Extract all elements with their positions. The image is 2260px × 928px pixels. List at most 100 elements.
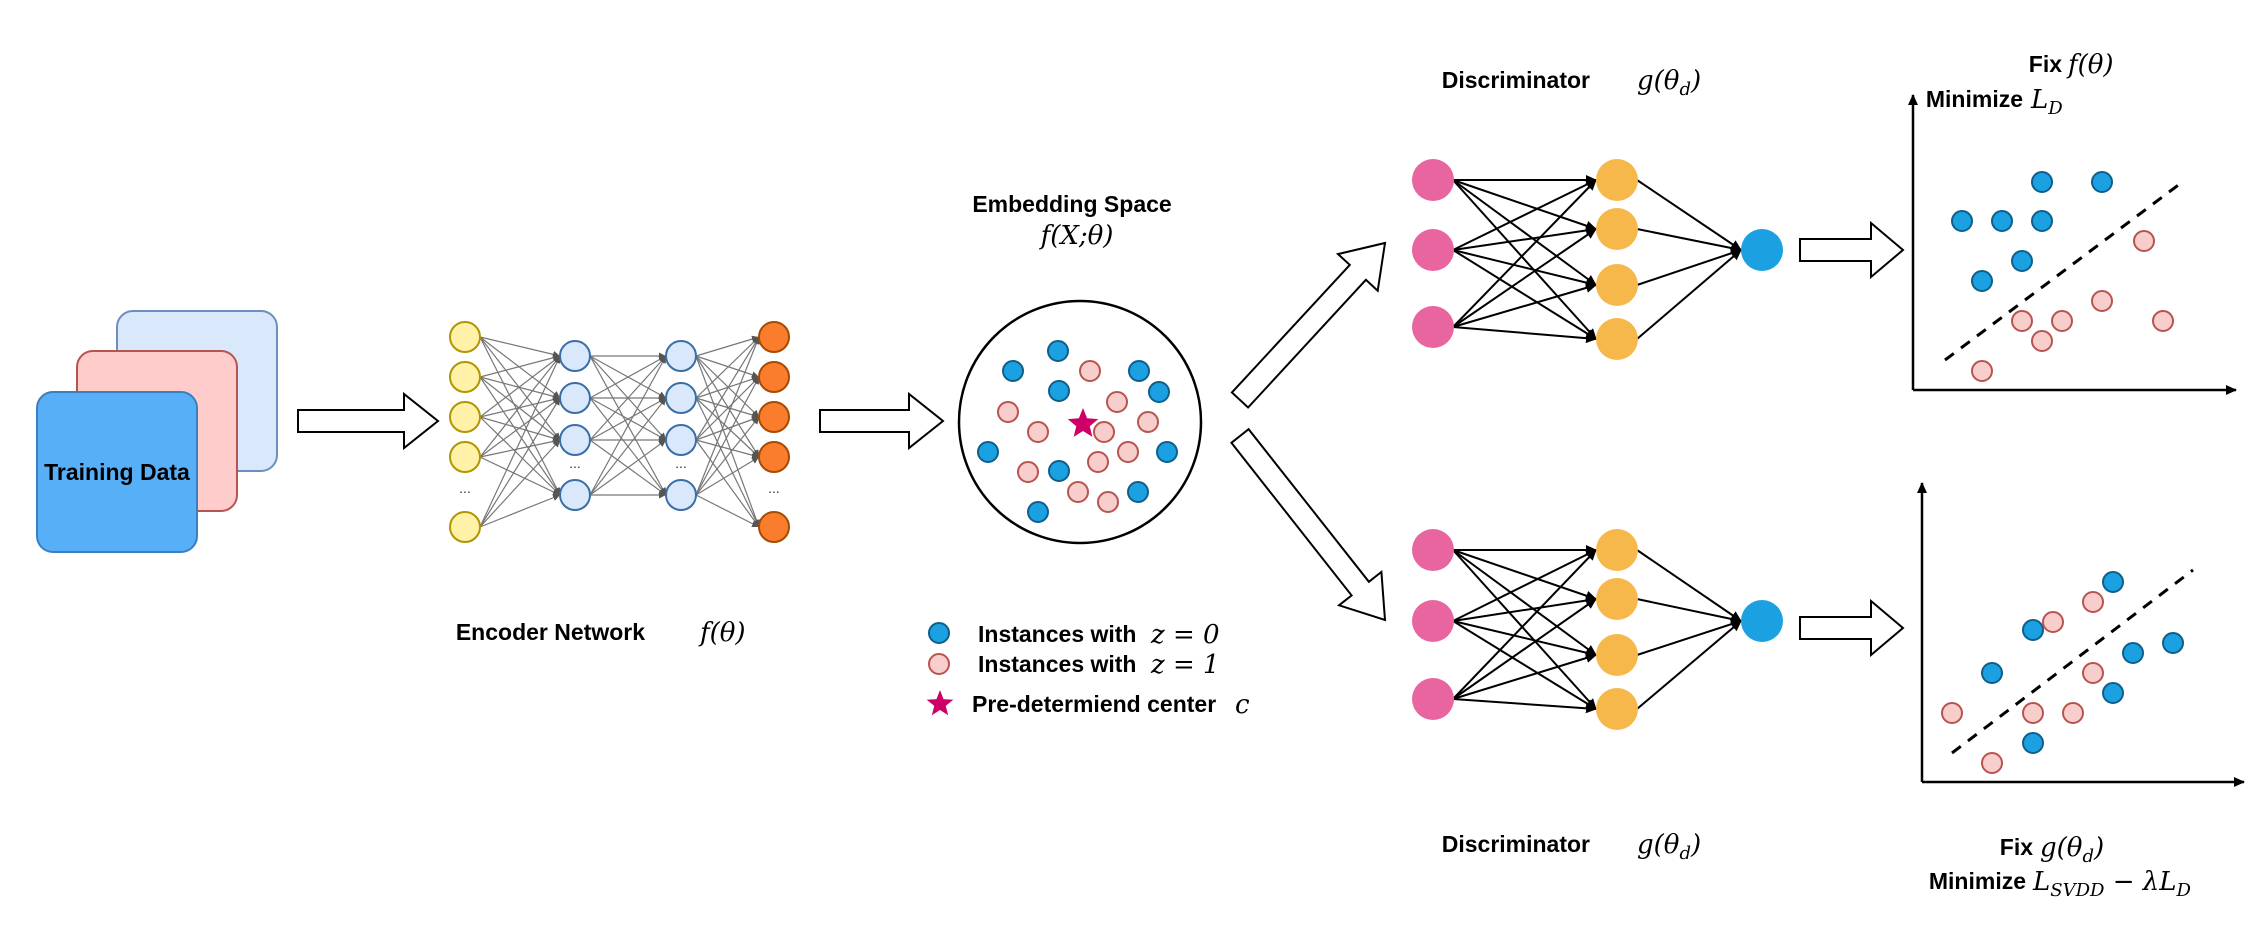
discriminator-edge — [1452, 179, 1597, 286]
discriminator-hidden-node — [1596, 264, 1638, 306]
encoder-node — [665, 424, 697, 456]
encoder-edge — [695, 376, 760, 496]
plot-bottom-decision-line — [1951, 568, 2194, 755]
encoder-ellipsis: ... — [768, 480, 780, 496]
plot-bottom: Fix g(θd) Minimize LSVDD − λLD — [1917, 482, 2245, 901]
plot-bottom-point-pink — [2062, 702, 2084, 724]
discriminator-edge — [1452, 179, 1597, 251]
legend-pink-marker — [928, 653, 950, 675]
discriminator-edge — [1452, 249, 1597, 288]
discriminator-edge — [1636, 179, 1742, 251]
encoder-edge — [479, 355, 561, 528]
encoder-edge — [479, 376, 561, 441]
training-data-card-front — [36, 391, 198, 553]
encoder-edge — [589, 355, 667, 496]
discriminator-bottom-network — [1412, 529, 1783, 730]
discriminator-edge — [1636, 248, 1742, 286]
legend-item-2-text: Instances with — [978, 651, 1136, 677]
legend-item-1-math: z = 0 — [1150, 620, 1220, 650]
training-data-label: Training Data — [44, 459, 190, 485]
discriminator-edge — [1636, 549, 1742, 622]
encoder-edge — [589, 355, 667, 441]
encoder-node — [449, 361, 481, 393]
encoder-node — [758, 511, 790, 543]
embedding-point-pink — [1117, 441, 1139, 463]
plot-bottom-point-blue — [2102, 571, 2124, 593]
encoder-edge — [695, 456, 760, 496]
encoder-edge — [589, 355, 667, 399]
discriminator-edge — [1452, 549, 1597, 710]
plot-bottom-minimize-math: LSVDD − λLD — [2032, 867, 2192, 901]
plot-top-fix-math: f(θ) — [2066, 50, 2114, 80]
legend: Instances with z = 0 Instances with z = … — [926, 620, 1250, 720]
encoder-node — [665, 340, 697, 372]
embedding-point-pink — [1017, 461, 1039, 483]
plot-bottom-point-blue — [1981, 662, 2003, 684]
plot-top-point-blue — [2091, 171, 2113, 193]
discriminator-edge — [1452, 698, 1597, 714]
encoder-ellipsis: ... — [675, 455, 687, 471]
encoder-edge — [479, 336, 561, 441]
plot-top-fix-label: Fix — [2029, 51, 2062, 77]
encoder-edge — [695, 439, 760, 459]
encoder-edge — [695, 355, 760, 379]
encoder-node — [758, 441, 790, 473]
encoder-node — [758, 321, 790, 353]
training-data-stack: Training Data — [36, 310, 278, 553]
encoder-edge — [479, 354, 561, 378]
encoder-node — [449, 511, 481, 543]
encoder-edge — [695, 439, 760, 528]
embedding-point-blue — [1148, 381, 1170, 403]
legend-item-2-math: z = 1 — [1150, 650, 1220, 680]
discriminator-edge — [1452, 326, 1597, 344]
encoder-node — [559, 340, 591, 372]
plot-top-decision-line — [1944, 178, 2186, 362]
discriminator-edge — [1452, 549, 1597, 622]
encoder-node — [449, 401, 481, 433]
embedding-point-pink — [1067, 481, 1089, 503]
encoder-edge — [589, 397, 667, 441]
discriminator-edge — [1452, 283, 1597, 328]
arrow-embedding-to-disc-bottom — [1229, 427, 1387, 622]
encoder-edge — [479, 336, 561, 358]
plot-bottom-point-blue — [2102, 682, 2124, 704]
encoder-ellipsis: ... — [459, 480, 471, 496]
plot-bottom-point-blue — [2022, 619, 2044, 641]
embedding-space: Embedding Space f(X;θ) — [957, 191, 1203, 545]
discriminator-output-node — [1741, 600, 1783, 642]
arrow-data-to-encoder — [297, 391, 440, 451]
discriminator-edge — [1452, 549, 1597, 700]
discriminator-edge — [1452, 595, 1597, 622]
plot-top-point-pink — [2091, 290, 2113, 312]
discriminator-hidden-node — [1596, 318, 1638, 360]
discriminator-edge — [1452, 620, 1597, 658]
plot-bottom-point-pink — [2082, 591, 2104, 613]
plot-bottom-point-pink — [2022, 702, 2044, 724]
encoder-edge — [695, 355, 760, 418]
embedding-point-pink — [997, 401, 1019, 423]
embedding-point-blue — [1002, 360, 1024, 382]
embedding-point-blue — [1048, 380, 1070, 402]
plot-bottom-minimize-label: Minimize — [1929, 868, 2026, 894]
legend-blue-marker — [928, 622, 950, 644]
arrow-encoder-to-embedding — [819, 391, 945, 451]
legend-item-3-math: c — [1235, 690, 1250, 720]
plot-bottom-point-blue — [2162, 632, 2184, 654]
encoder-edge — [479, 456, 561, 496]
encoder-edge — [479, 336, 561, 399]
plot-top-point-pink — [2133, 230, 2155, 252]
embedding-point-blue — [1047, 340, 1069, 362]
encoder-caption: Encoder Network f(θ) — [456, 618, 746, 648]
embedding-point-blue — [1128, 360, 1150, 382]
discriminator-edge — [1636, 619, 1742, 656]
encoder-edge — [479, 376, 561, 400]
encoder-node — [559, 424, 591, 456]
plot-bottom-fix-label: Fix — [2000, 834, 2033, 860]
encoder-label: Encoder Network — [456, 619, 645, 645]
discriminator-edge — [1452, 179, 1597, 328]
embedding-point-pink — [1106, 391, 1128, 413]
encoder-edge — [479, 397, 561, 528]
plot-top-minimize-math: LD — [2030, 85, 2063, 119]
discriminator-bottom-formula: g(θd) — [1637, 830, 1701, 864]
encoder-edge — [695, 397, 760, 419]
